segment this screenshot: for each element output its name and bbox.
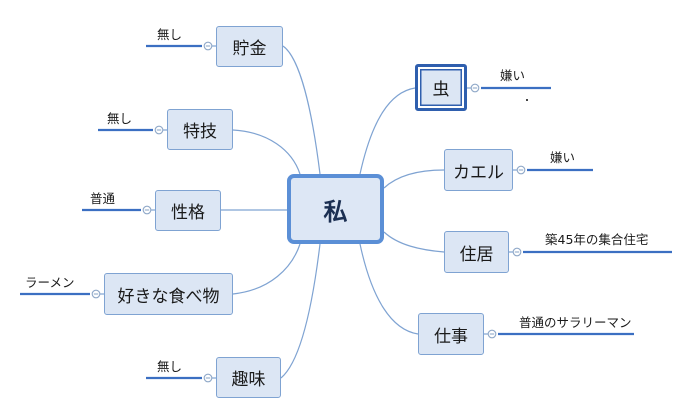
connector-shumi — [280, 243, 321, 379]
left-note-lines — [20, 41, 216, 383]
topic-kaeru[interactable]: カエル — [444, 149, 513, 191]
topic-mushi[interactable]: 虫 — [415, 64, 467, 111]
note-kaeru[interactable]: 嫌い — [550, 150, 576, 165]
note-chokin[interactable]: 無し — [157, 27, 183, 42]
connector-mushi — [359, 87, 416, 175]
topic-jukyo[interactable]: 住居 — [444, 231, 509, 273]
topic-tokugi[interactable]: 特技 — [167, 109, 233, 150]
note-mushi[interactable]: 嫌い — [500, 68, 526, 83]
connector-tokugi — [232, 129, 301, 175]
central-topic[interactable]: 私 — [287, 174, 384, 244]
note-seikaku[interactable]: 普通 — [90, 191, 116, 206]
note-shumi[interactable]: 無し — [157, 359, 183, 374]
right-note-lines — [467, 83, 672, 339]
topic-tabemono[interactable]: 好きな食べ物 — [104, 273, 233, 315]
connector-tabemono — [232, 243, 301, 295]
connector-kaeru — [383, 169, 445, 189]
connectors — [221, 45, 445, 379]
stray-dot — [526, 99, 528, 101]
note-shigoto[interactable]: 普通のサラリーマン — [519, 315, 632, 330]
connector-jukyo — [383, 231, 445, 253]
topic-seikaku[interactable]: 性格 — [155, 190, 221, 231]
note-jukyo[interactable]: 築45年の集合住宅 — [545, 232, 649, 247]
note-tabemono[interactable]: ラーメン — [25, 275, 75, 290]
connector-shigoto — [359, 243, 419, 335]
note-tokugi[interactable]: 無し — [107, 111, 133, 126]
connector-chokin — [282, 45, 321, 175]
topic-shigoto[interactable]: 仕事 — [418, 313, 484, 355]
topic-chokin[interactable]: 貯金 — [216, 26, 283, 67]
topic-shumi[interactable]: 趣味 — [216, 357, 281, 398]
